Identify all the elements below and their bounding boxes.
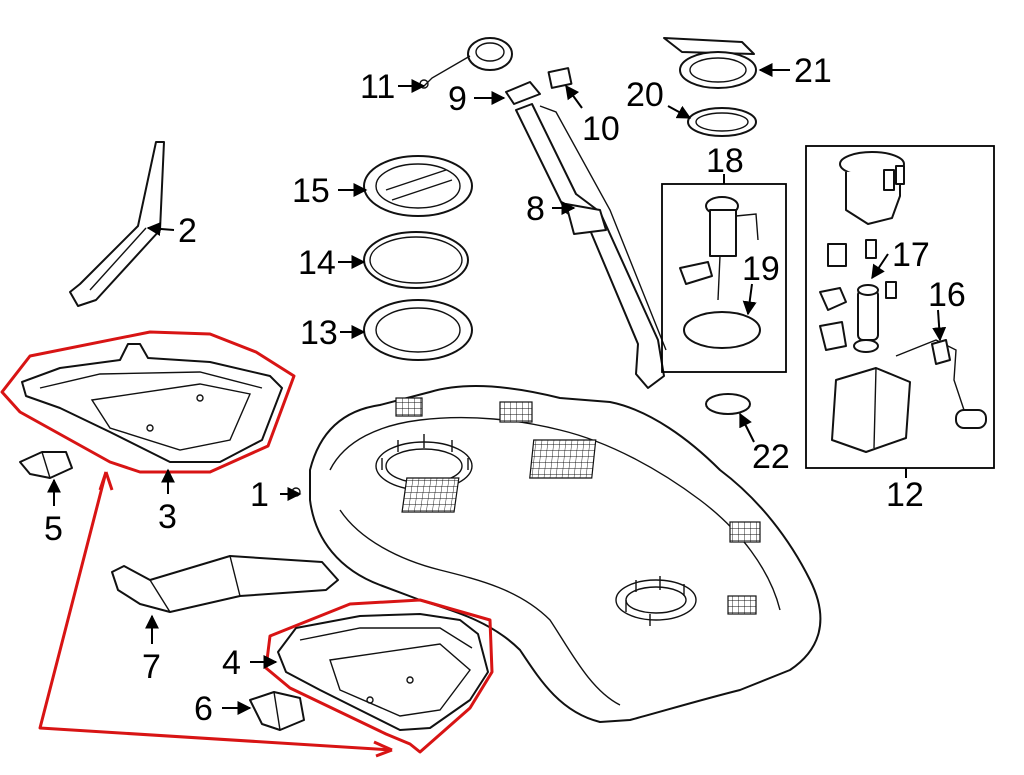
callout-19: 19 — [742, 250, 780, 288]
callout-18: 18 — [706, 142, 744, 180]
callout-11: 11 — [360, 68, 395, 106]
highlight-link-line — [38, 471, 393, 752]
callout-22: 22 — [752, 438, 790, 476]
callout-2: 2 — [178, 212, 197, 250]
callout-13: 13 — [300, 314, 338, 352]
fuel-tank-part-1[interactable] — [291, 385, 822, 723]
bracket-part-5[interactable] — [19, 451, 73, 479]
callout-16: 16 — [928, 276, 966, 314]
callout-14: 14 — [298, 244, 336, 282]
clip-part-10[interactable] — [547, 67, 573, 89]
seal-part-22[interactable] — [705, 393, 751, 415]
sender-unit-part-18[interactable] — [679, 196, 759, 301]
cover-part-21[interactable] — [663, 37, 757, 89]
filler-pipe-part-8[interactable] — [515, 103, 667, 389]
callout-10: 10 — [582, 110, 620, 148]
gasket-part-20[interactable] — [687, 107, 757, 137]
group-box-part-12 — [805, 145, 995, 469]
protector-part-7[interactable] — [111, 555, 339, 613]
retainer-ring-part-15[interactable] — [363, 155, 473, 217]
tank-strap-part-2[interactable] — [69, 141, 165, 307]
gasket-part-19[interactable] — [683, 311, 761, 349]
callout-5: 5 — [44, 510, 63, 548]
heat-shield-part-4[interactable] — [277, 613, 489, 731]
callout-3: 3 — [158, 498, 177, 536]
fuel-pump-assembly-part-12[interactable] — [819, 151, 987, 453]
highlight-outline-part-3 — [0, 330, 296, 474]
plate-part-13[interactable] — [363, 299, 473, 361]
callout-12: 12 — [886, 476, 924, 514]
bracket-part-6[interactable] — [249, 691, 305, 731]
callout-9: 9 — [448, 80, 467, 118]
seal-part-9[interactable] — [505, 81, 541, 105]
harness-part-16[interactable] — [931, 339, 951, 365]
callout-1: 1 — [250, 476, 269, 514]
heat-shield-part-3[interactable] — [21, 343, 283, 463]
gasket-part-14[interactable] — [363, 231, 469, 289]
callout-8: 8 — [526, 190, 545, 228]
callout-15: 15 — [292, 172, 330, 210]
callout-21: 21 — [794, 52, 832, 90]
highlight-outline-part-4 — [264, 598, 494, 754]
callout-20: 20 — [626, 76, 664, 114]
callout-7: 7 — [142, 648, 161, 686]
callout-4: 4 — [222, 644, 241, 682]
callout-6: 6 — [194, 690, 213, 728]
fuel-pump-part-17[interactable] — [853, 284, 879, 353]
leader-lines — [47, 63, 947, 715]
callout-17: 17 — [892, 236, 930, 274]
